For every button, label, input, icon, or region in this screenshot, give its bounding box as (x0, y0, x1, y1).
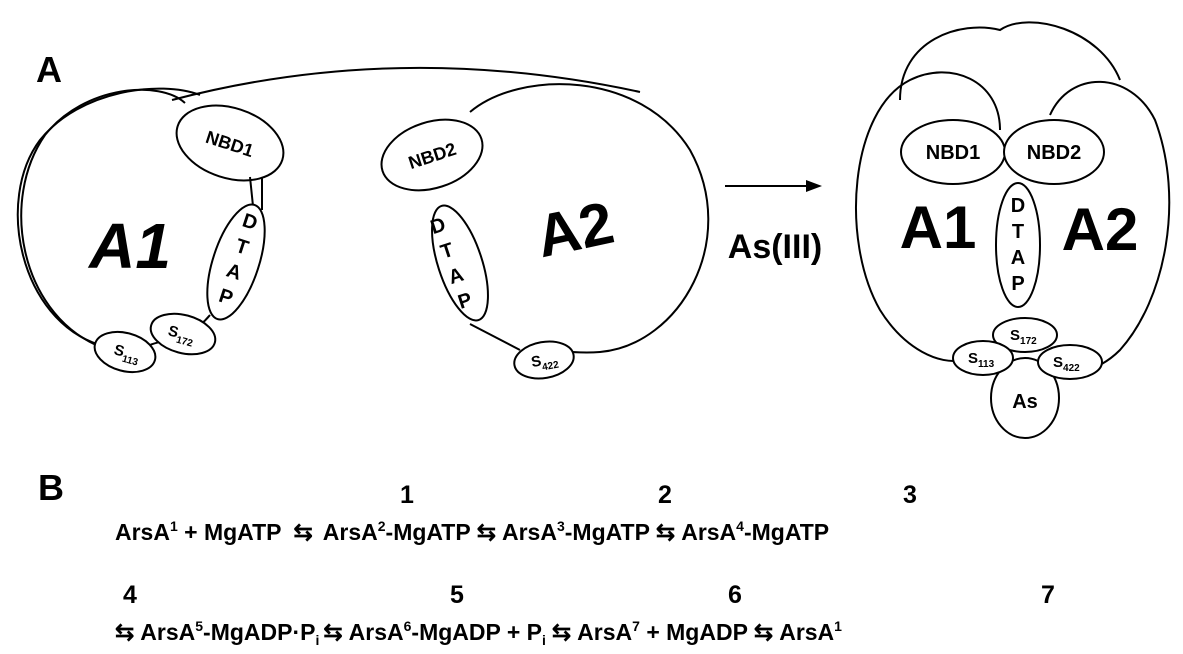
step-number-5: 5 (450, 581, 464, 609)
dtap-a2-letter-d: D (428, 214, 449, 239)
s422-label: S422 (530, 350, 560, 375)
step-number-2: 2 (658, 481, 672, 509)
equation-row-2: ⇆ArsA5-MgADP·Pi⇆ArsA6-MgADP + Pi⇆ArsA7 +… (115, 618, 842, 648)
s422-site (513, 340, 575, 380)
a2-domain-body (469, 83, 710, 354)
right-a1-lobe (855, 71, 1001, 362)
panel-b-label: B (38, 467, 64, 508)
step-number-6: 6 (728, 581, 742, 609)
right-s422-label: S422 (1053, 354, 1080, 374)
right-dtap-letter-d: D (1011, 195, 1025, 217)
right-s172-site (992, 317, 1058, 353)
a1-domain-label: A1 (87, 210, 171, 282)
a2-domain-label: A2 (530, 189, 619, 270)
linker-arc (171, 66, 641, 101)
right-nbd1-label: NBD1 (926, 142, 980, 164)
step-number-7: 7 (1041, 581, 1055, 609)
dtap-a2-letter-a: A (446, 264, 467, 289)
dtap-a2-s422-linker (469, 323, 521, 351)
nbd1-dtap-linker (249, 176, 254, 207)
right-dtap-helix (995, 182, 1041, 308)
s172-label: S172 (165, 322, 197, 349)
panel-a-label: A (36, 49, 62, 90)
dtap-a1-letter-d: D (240, 210, 261, 235)
nbd1-domain (175, 104, 285, 182)
right-s422-site (1037, 344, 1103, 380)
dtap-a1-letter-p: P (216, 285, 235, 310)
right-nbd2-label: NBD2 (1027, 142, 1081, 164)
dtap-a2-letter-p: P (455, 289, 474, 314)
a1-domain-body (20, 88, 186, 346)
s172-site (149, 312, 217, 356)
right-dtap-letter-p: P (1011, 273, 1024, 295)
nbd2-domain (380, 118, 484, 192)
right-dtap-letter-a: A (1011, 247, 1025, 269)
right-a1-label: A1 (900, 194, 977, 261)
dtap-a1-letter-a: A (224, 260, 245, 285)
dtap-a1-helix (206, 203, 266, 321)
s113-label: S113 (111, 341, 142, 368)
right-a2-label: A2 (1062, 196, 1139, 263)
step-number-4: 4 (123, 581, 137, 609)
arsenite-label: As(III) (728, 228, 822, 266)
right-s113-label: S113 (968, 350, 995, 370)
arsenic-site (990, 357, 1060, 439)
right-a2-lobe (1049, 80, 1171, 373)
right-top-lobe-outline (899, 21, 1121, 101)
right-s113-site (952, 340, 1014, 376)
right-nbd2-domain (1003, 119, 1105, 185)
right-dtap-letter-t: T (1012, 221, 1024, 243)
dtap-a2-helix (431, 204, 489, 322)
step-number-3: 3 (903, 481, 917, 509)
arsenic-label: As (1012, 391, 1038, 413)
right-s172-label: S172 (1010, 327, 1037, 347)
step-number-1: 1 (400, 481, 414, 509)
equation-row-1: ArsA1 + MgATP⇆ArsA2-MgATP⇆ArsA3-MgATP⇆Ar… (115, 518, 829, 545)
activation-arrowhead (806, 180, 822, 192)
s113-site (93, 330, 157, 374)
